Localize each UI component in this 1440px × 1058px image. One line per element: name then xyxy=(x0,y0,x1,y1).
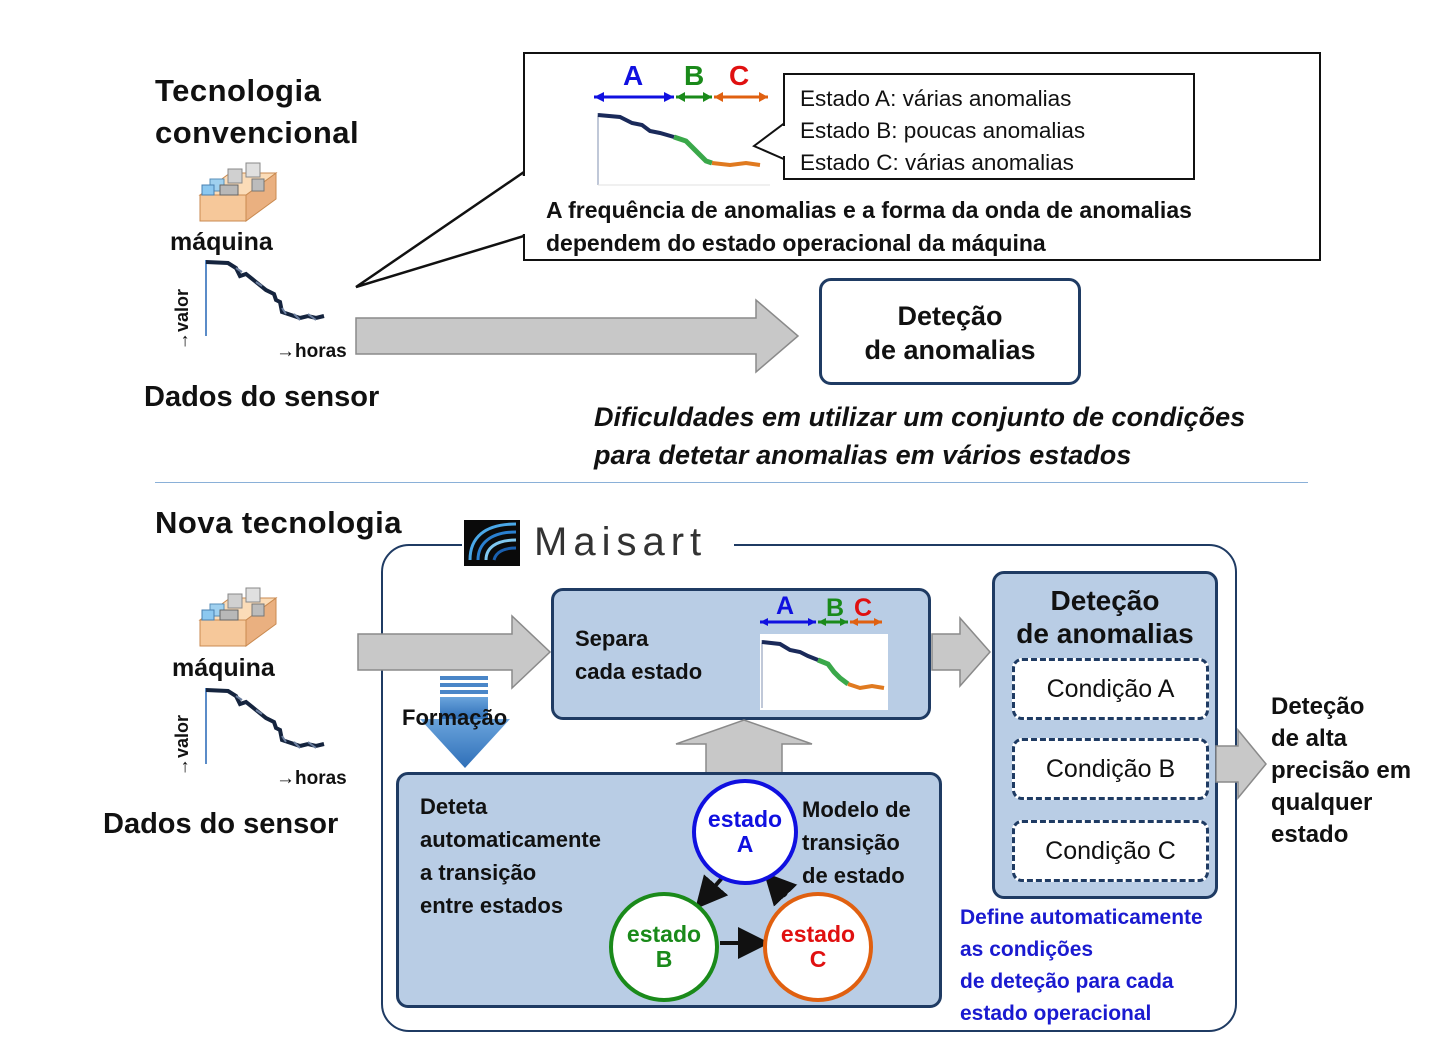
anomaly-detection-title-new: Deteção de anomalias xyxy=(1016,585,1194,649)
state-b-node: estado B xyxy=(609,892,719,1002)
separated-chart-icon xyxy=(760,618,888,710)
anomaly-detection-box-top: Deteção de anomalias xyxy=(819,278,1081,385)
state-list-b: Estado B: poucas anomalias xyxy=(800,118,1086,143)
state-list-a: Estado A: várias anomalias xyxy=(800,86,1072,111)
flow-arrow-top xyxy=(355,298,800,374)
machine-label-new: máquina xyxy=(172,654,275,682)
condition-a: Condição A xyxy=(1012,658,1209,720)
model-label: Modelo de transição de estado xyxy=(802,797,911,888)
brand-name: Maisart xyxy=(534,520,708,564)
state-a-node: estado A xyxy=(692,779,798,885)
machine-icon xyxy=(198,162,278,222)
sensor-data-label: Dados do sensor xyxy=(144,381,380,413)
section-divider xyxy=(155,482,1308,483)
state-list-box: Estado A: várias anomalias Estado B: pou… xyxy=(783,73,1195,180)
result-label: Deteção de alta precisão em qualquer est… xyxy=(1271,693,1412,848)
new-tech-title: Nova tecnologia xyxy=(155,505,402,540)
callout-letter-a: A xyxy=(623,60,644,91)
callout-letter-c: C xyxy=(729,60,750,91)
difficulty-note: Dificuldades em utilizar um conjunto de … xyxy=(594,402,1246,470)
separated-letter-a: A xyxy=(776,592,795,620)
x-axis-label-new: →horas xyxy=(276,768,347,789)
sensor-chart-icon-new xyxy=(205,688,325,764)
separate-states-label: Separa cada estado xyxy=(575,626,703,684)
machine-icon-new xyxy=(198,587,278,647)
training-label: Formação xyxy=(402,705,508,730)
state-chart-icon xyxy=(594,92,770,186)
flow-arrow-input xyxy=(357,614,552,690)
machine-label: máquina xyxy=(170,228,273,256)
condition-b: Condição B xyxy=(1012,738,1209,800)
training-arrow xyxy=(420,676,510,768)
state-c-node: estado C xyxy=(763,892,873,1002)
auto-detect-label: Deteta automaticamente a transição entre… xyxy=(420,794,601,918)
flow-arrow-output xyxy=(1215,727,1267,801)
sensor-data-label-new: Dados do sensor xyxy=(103,808,339,840)
flow-arrow-up xyxy=(675,719,813,775)
conventional-title: Tecnologia convencional xyxy=(155,73,360,150)
maisart-logo: Maisart xyxy=(462,518,734,568)
sensor-chart-icon xyxy=(205,260,325,336)
state-list-c: Estado C: várias anomalias xyxy=(800,150,1074,175)
flow-arrow-to-detection xyxy=(931,616,992,688)
x-axis-label: →horas xyxy=(276,341,347,362)
callout-letter-b: B xyxy=(684,60,705,91)
separated-letter-b: B xyxy=(826,594,845,622)
maisart-logo-icon xyxy=(464,520,520,566)
callout-caption: A frequência de anomalias e a forma da o… xyxy=(546,197,1192,256)
condition-c: Condição C xyxy=(1012,820,1209,882)
separated-letter-c: C xyxy=(854,594,873,622)
define-conditions-note: Define automaticamente as condições de d… xyxy=(960,906,1203,1025)
